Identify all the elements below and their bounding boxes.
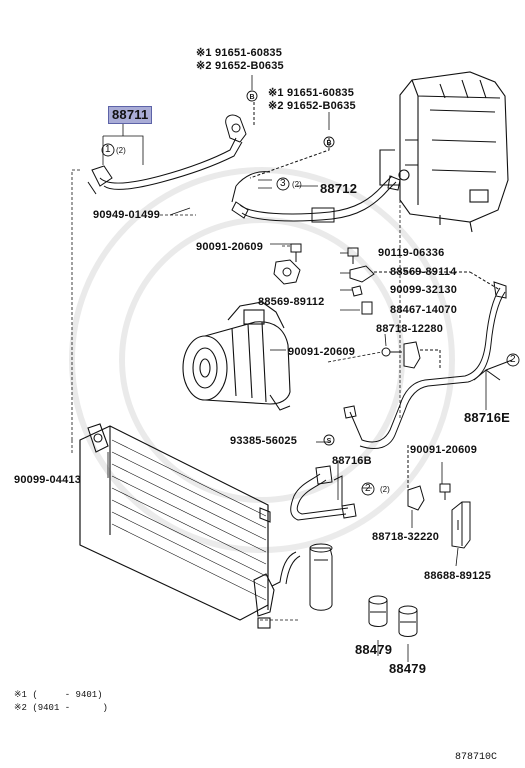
fittings-right-column (347, 247, 501, 315)
evaporator-unit (379, 71, 509, 233)
part-93385-56025[interactable]: 93385-56025 (230, 435, 298, 447)
legend-note-2: ※2 (9401 - ) (14, 703, 108, 713)
label-note2-num2: ※2 91652-B0635 (268, 100, 356, 112)
part-90091-20609-c[interactable]: 90091-20609 (410, 444, 478, 456)
rubber-mount-88479-a (368, 595, 388, 627)
part-88712[interactable]: 88712 (320, 181, 358, 196)
receiver-drier (271, 543, 333, 611)
callout-1-qty: (2) (116, 146, 126, 155)
leader-solid (102, 75, 487, 662)
symbol-circles (101, 90, 520, 496)
part-90091-20609-b[interactable]: 90091-20609 (288, 346, 356, 358)
part-88718-32220[interactable]: 88718-32220 (372, 531, 440, 543)
callout-2-lower: 2 (365, 483, 371, 494)
part-88718-12280[interactable]: 88718-12280 (376, 323, 444, 335)
part-88711-highlight[interactable]: 88711 (108, 106, 153, 124)
part-88467-14070[interactable]: 88467-14070 (390, 304, 458, 316)
callout-2-lower-qty: (2) (380, 485, 390, 494)
part-90091-20609-a[interactable]: 90091-20609 (196, 241, 264, 253)
hose-88711 (87, 102, 255, 195)
s-mark: S (327, 438, 332, 445)
label-note1-num1: ※1 91651-60835 (196, 47, 283, 59)
figure-reference: 878710C (455, 752, 498, 763)
part-88569-89114[interactable]: 88569-89114 (390, 266, 457, 278)
b-mark-1: B (249, 94, 254, 101)
fitting-88569-89112 (273, 243, 302, 285)
watermark-seal (69, 167, 455, 553)
hose-88712 (231, 138, 401, 223)
b-mark-2: B (326, 140, 331, 147)
label-note2-num1: ※1 91651-60835 (268, 87, 355, 99)
rubber-mount-88479-b (398, 605, 418, 637)
part-90949-01499[interactable]: 90949-01499 (93, 209, 161, 221)
part-90119-06336[interactable]: 90119-06336 (378, 247, 445, 259)
part-88479-b[interactable]: 88479 (389, 661, 427, 676)
label-note1-num2: ※2 91652-B0635 (196, 60, 284, 72)
callout-3: 3 (280, 178, 286, 189)
part-88569-89112[interactable]: 88569-89112 (258, 296, 325, 308)
condenser (79, 423, 275, 629)
callout-2-right: 2 (510, 354, 516, 365)
clamp-88718-12280 (381, 341, 441, 369)
tube-88716b (290, 465, 357, 521)
clamp-88718-32220 (407, 445, 451, 511)
callout-3-qty: (2) (292, 180, 302, 189)
part-88716e[interactable]: 88716E (464, 410, 511, 425)
legend-note-1: ※1 ( - 9401) (14, 690, 103, 700)
part-88479-a[interactable]: 88479 (355, 642, 393, 657)
callout-1: 1 (105, 144, 111, 155)
part-90099-04413[interactable]: 90099-04413 (14, 474, 82, 486)
bracket-88688 (451, 501, 471, 549)
part-90099-32130[interactable]: 90099-32130 (390, 284, 458, 296)
leader-lines (71, 169, 401, 621)
part-88688-89125[interactable]: 88688-89125 (424, 570, 492, 582)
compressor (182, 301, 291, 411)
part-88716b[interactable]: 88716B (332, 455, 372, 467)
